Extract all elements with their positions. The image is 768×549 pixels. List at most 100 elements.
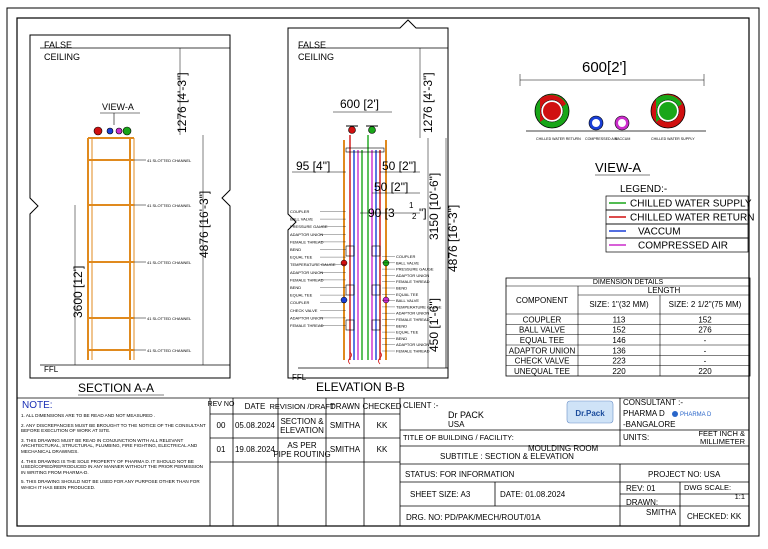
dim-row-size2: - <box>704 346 707 355</box>
elevation-left-label: FEMALE THREAD <box>290 239 324 244</box>
elevation-dim-90-frac-den: 2 <box>412 212 417 221</box>
elevation-left-label: BEND <box>290 285 301 290</box>
elevation-dim-top-width: 600 [2'] <box>340 97 379 111</box>
consultant-logo-icon <box>672 411 678 417</box>
view-a: 600[2'] CHILLED WATER RETURN COMPRESSED … <box>519 59 706 176</box>
view-a-label-1: CHILLED WATER RETURN <box>536 137 581 141</box>
note-item-4: 4. THIS DRAWING IS THE SOLE PROPERTY OF … <box>21 458 203 475</box>
elevation-dim-50a: 50 [2"] <box>382 159 416 173</box>
elevation-dim-3150: 3150 [10'-6"] <box>427 173 441 240</box>
channel-label-1: 41 SLOTTED CHANNEL <box>147 158 192 163</box>
elevation-bb: FALSE CEILING FFL <box>287 19 460 394</box>
rev-row-date: 19.08.2024 <box>235 445 276 454</box>
building-value: MOULDING ROOM <box>528 444 599 453</box>
elevation-left-label: COUPLER <box>290 209 309 214</box>
legend-row <box>605 237 749 253</box>
rev-row-no: 00 <box>217 421 226 430</box>
dwg-scale-label: DWG SCALE: <box>684 483 731 492</box>
rev-row-revision-1: AS PER <box>287 441 317 450</box>
legend-item-label: CHILLED WATER SUPPLY <box>630 199 752 210</box>
elevation-dim-90-frac-num: 1 <box>409 201 414 210</box>
elevation-left-label: BEND <box>290 247 301 252</box>
consultant-name: PHARMA D <box>623 409 665 418</box>
client-country: USA <box>448 420 465 429</box>
date: DATE: 01.08.2024 <box>500 490 566 499</box>
section-aa-dim-left: 3600 [12'] <box>71 266 85 318</box>
elevation-left-label: ADAPTOR UNION <box>290 315 323 320</box>
elevation-false-ceiling-1: FALSE <box>298 40 326 50</box>
legend-title: LEGEND:- <box>620 184 667 195</box>
dim-row-size2: 220 <box>698 367 712 376</box>
elevation-left-label: EQUAL TEE <box>290 255 313 260</box>
view-a-title: VIEW-A <box>595 160 641 175</box>
note-item-1: 1. ALL DIMENSIONS ARE TO BE READ AND NOT… <box>21 413 156 418</box>
elevation-right-label: BALL VALVE <box>396 260 419 265</box>
rev: REV: 01 <box>626 484 656 493</box>
elevation-right-label: BALL VALVE <box>396 298 419 303</box>
sheet-size: SHEET SIZE: A3 <box>410 490 471 499</box>
channel-label-3: 41 SLOTTED CHANNEL <box>147 260 192 265</box>
channel-label-4: 41 SLOTTED CHANNEL <box>147 316 192 321</box>
dim-row-size1: 113 <box>613 315 626 324</box>
rev-header-drawn: DRAWN <box>330 402 360 411</box>
note-item-3: 3. THIS DRAWING MUST BE READ IN CONJUNCT… <box>21 437 198 454</box>
elevation-dim-50b: 50 [2"] <box>374 180 408 194</box>
dim-row-size2: - <box>704 357 707 366</box>
rev-header-1: REV NO <box>208 401 235 408</box>
dim-row-component: COUPLER <box>523 315 562 324</box>
rev-row-checked: KK <box>377 445 388 454</box>
elevation-dim-450: 450 [1'-6"] <box>427 298 441 352</box>
legend-item-label: COMPRESSED AIR <box>638 241 728 252</box>
dimension-table-component-header: COMPONENT <box>516 296 568 305</box>
elevation-left-label: ADAPTOR UNION <box>290 270 323 275</box>
elevation-left-label: FEMALE THREAD <box>290 323 324 328</box>
rev-row-revision-2: ELEVATION <box>280 426 324 435</box>
elevation-left-label: TEMPERATURE GAUGE <box>290 262 336 267</box>
elevation-right-label: ADAPTOR UNION <box>396 311 429 316</box>
elevation-right-label: BEND <box>396 336 407 341</box>
notes-list: 1. ALL DIMENSIONS ARE TO BE READ AND NOT… <box>21 413 207 491</box>
view-a-label-3: VACCUM <box>615 137 630 141</box>
subtitle: SUBTITLE : SECTION & ELEVATION <box>440 452 574 461</box>
dimension-details-table: DIMENSION DETAILS COMPONENT LENGTH SIZE:… <box>505 277 751 377</box>
dwg-scale-value: 1:1 <box>735 492 745 501</box>
units-label: UNITS: <box>623 433 649 442</box>
client-label: CLIENT :- <box>403 401 439 410</box>
elevation-right-label: ADAPTOR UNION <box>396 273 429 278</box>
elevation-left-label: EQUAL TEE <box>290 293 313 298</box>
section-aa-view-label: VIEW-A <box>102 102 134 112</box>
rev-row-revision-1: SECTION & <box>280 417 324 426</box>
elevation-dim-95: 95 [4"] <box>296 159 330 173</box>
elevation-left-label: PRESSURE GAUGE <box>290 224 328 229</box>
elevation-right-label: EQUAL TEE <box>396 292 419 297</box>
elevation-dim-top-height: 1276 [4'-3"] <box>421 72 435 133</box>
legend-item-label: VACCUM <box>638 227 681 238</box>
channel-label-2: 41 SLOTTED CHANNEL <box>147 203 192 208</box>
elevation-left-label: FEMALE THREAD <box>290 277 324 282</box>
note-item-5: 5. THIS DRAWING SHOULD NOT BE USED FOR A… <box>21 479 200 490</box>
elevation-ffl: FFL <box>292 373 307 382</box>
elevation-left-label: CHECK VALVE <box>290 308 318 313</box>
dim-row-size1: 223 <box>612 357 626 366</box>
dim-row-size1: 152 <box>612 326 626 335</box>
view-a-label-4: CHILLED WATER SUPPLY <box>651 137 695 141</box>
elevation-right-label: TEMPERATURE GAUGE <box>396 304 442 309</box>
project-no: PROJECT NO: USA <box>648 470 721 479</box>
client-name: Dr PACK <box>448 410 484 420</box>
dim-row-component: EQUAL TEE <box>520 336 564 345</box>
elevation-left-label: BALL VALVE <box>290 217 313 222</box>
dim-row-size2: 276 <box>698 326 712 335</box>
dimension-table-size2-header: SIZE: 2 1/2"(75 MM) <box>669 300 742 309</box>
section-aa-false-ceiling-2: CEILING <box>44 52 80 62</box>
rev-row-checked: KK <box>377 421 388 430</box>
dim-row-component: BALL VALVE <box>519 326 565 335</box>
elevation-right-label: PRESSURE GAUGE <box>396 267 434 272</box>
section-aa: FALSE CEILING FFL VIEW-A <box>29 34 231 396</box>
legend-item-label: CHILLED WATER RETURN <box>630 213 754 224</box>
view-a-label-2: COMPRESSED AIR <box>585 137 618 141</box>
units-value-1: FEET INCH & <box>698 429 745 438</box>
rev-row-no: 01 <box>217 445 226 454</box>
elevation-dim-4876: 4876 [16'-3"] <box>446 205 460 272</box>
rev-row-date: 05.08.2024 <box>235 421 276 430</box>
